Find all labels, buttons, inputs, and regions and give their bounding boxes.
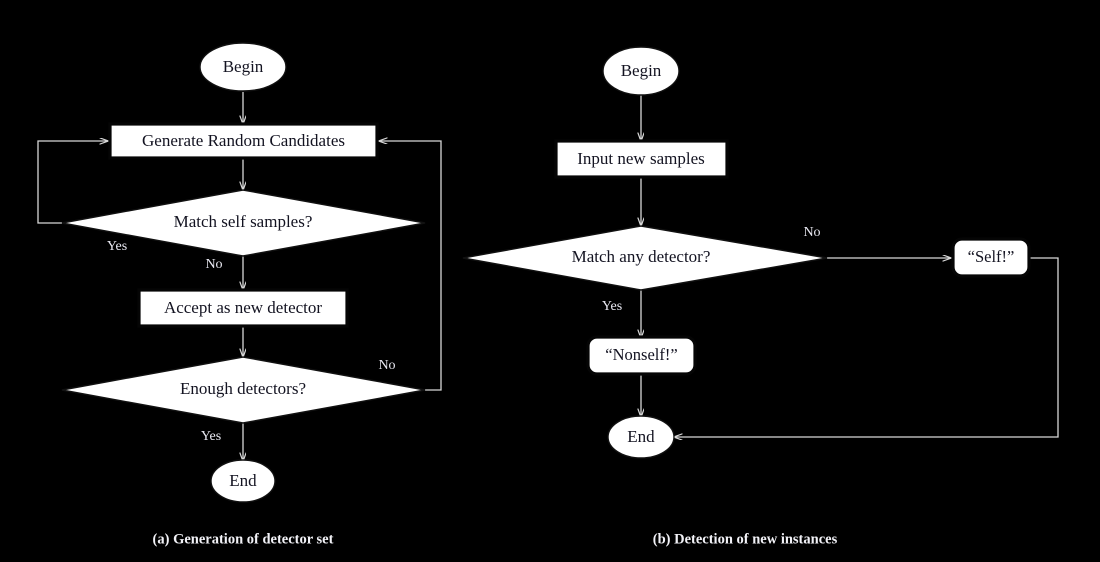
node-enough-detectors[interactable]: Enough detectors? — [61, 356, 426, 424]
node-accept-as-new-detector[interactable]: Accept as new detector — [137, 288, 349, 328]
match-any-diamond — [462, 225, 828, 291]
edge-label-match-any-yes: Yes — [602, 299, 622, 314]
node-end-a[interactable]: End — [210, 459, 276, 503]
match-self-label: Match self samples? — [174, 212, 313, 231]
match-any-label: Match any detector? — [572, 247, 711, 266]
node-match-self-samples[interactable]: Match self samples? — [61, 189, 426, 257]
input-label: Input new samples — [577, 149, 704, 168]
generate-label: Generate Random Candidates — [142, 131, 345, 150]
accept-box — [137, 288, 349, 328]
panel-b-connectors — [641, 95, 1059, 437]
begin-ellipse-a — [199, 42, 287, 92]
node-end-b[interactable]: End — [607, 415, 675, 459]
begin-label-b: Begin — [621, 61, 662, 80]
enough-detectors-diamond — [61, 356, 426, 424]
accept-label: Accept as new detector — [164, 298, 322, 317]
node-input-new-samples[interactable]: Input new samples — [554, 139, 729, 179]
self-label: “Self!” — [968, 247, 1015, 266]
match-self-diamond — [61, 189, 426, 257]
edge-self-to-end — [674, 257, 1059, 437]
node-begin-a[interactable]: Begin — [199, 42, 287, 92]
node-generate-random-candidates[interactable]: Generate Random Candidates — [108, 122, 379, 160]
caption-panel-a: (a) Generation of detector set — [153, 531, 334, 547]
edge-label-match-self-yes: Yes — [107, 239, 127, 254]
input-box — [554, 139, 729, 179]
nonself-label: “Nonself!” — [605, 345, 677, 364]
generate-box — [108, 122, 379, 160]
end-ellipse-b — [607, 415, 675, 459]
edge-match-yes-loop — [37, 141, 108, 224]
end-label-b: End — [627, 427, 655, 446]
node-begin-b[interactable]: Begin — [602, 46, 680, 96]
edge-enough-no-loop — [379, 141, 442, 391]
node-self-output[interactable]: “Self!” — [951, 237, 1031, 278]
enough-detectors-label: Enough detectors? — [180, 379, 306, 398]
node-match-any-detector[interactable]: Match any detector? — [462, 225, 828, 291]
begin-label-a: Begin — [223, 57, 264, 76]
self-box — [951, 237, 1031, 278]
nonself-box — [586, 335, 697, 376]
caption-panel-b: (b) Detection of new instances — [653, 531, 838, 547]
end-label-a: End — [229, 471, 257, 490]
edge-label-enough-no: No — [378, 358, 395, 373]
end-ellipse-a — [210, 459, 276, 503]
panel-a-connectors — [37, 92, 442, 461]
node-nonself-output[interactable]: “Nonself!” — [586, 335, 697, 376]
edge-label-match-any-no: No — [803, 225, 820, 240]
edge-label-enough-yes: Yes — [201, 429, 221, 444]
begin-ellipse-b — [602, 46, 680, 96]
edge-label-match-self-no: No — [205, 257, 222, 272]
